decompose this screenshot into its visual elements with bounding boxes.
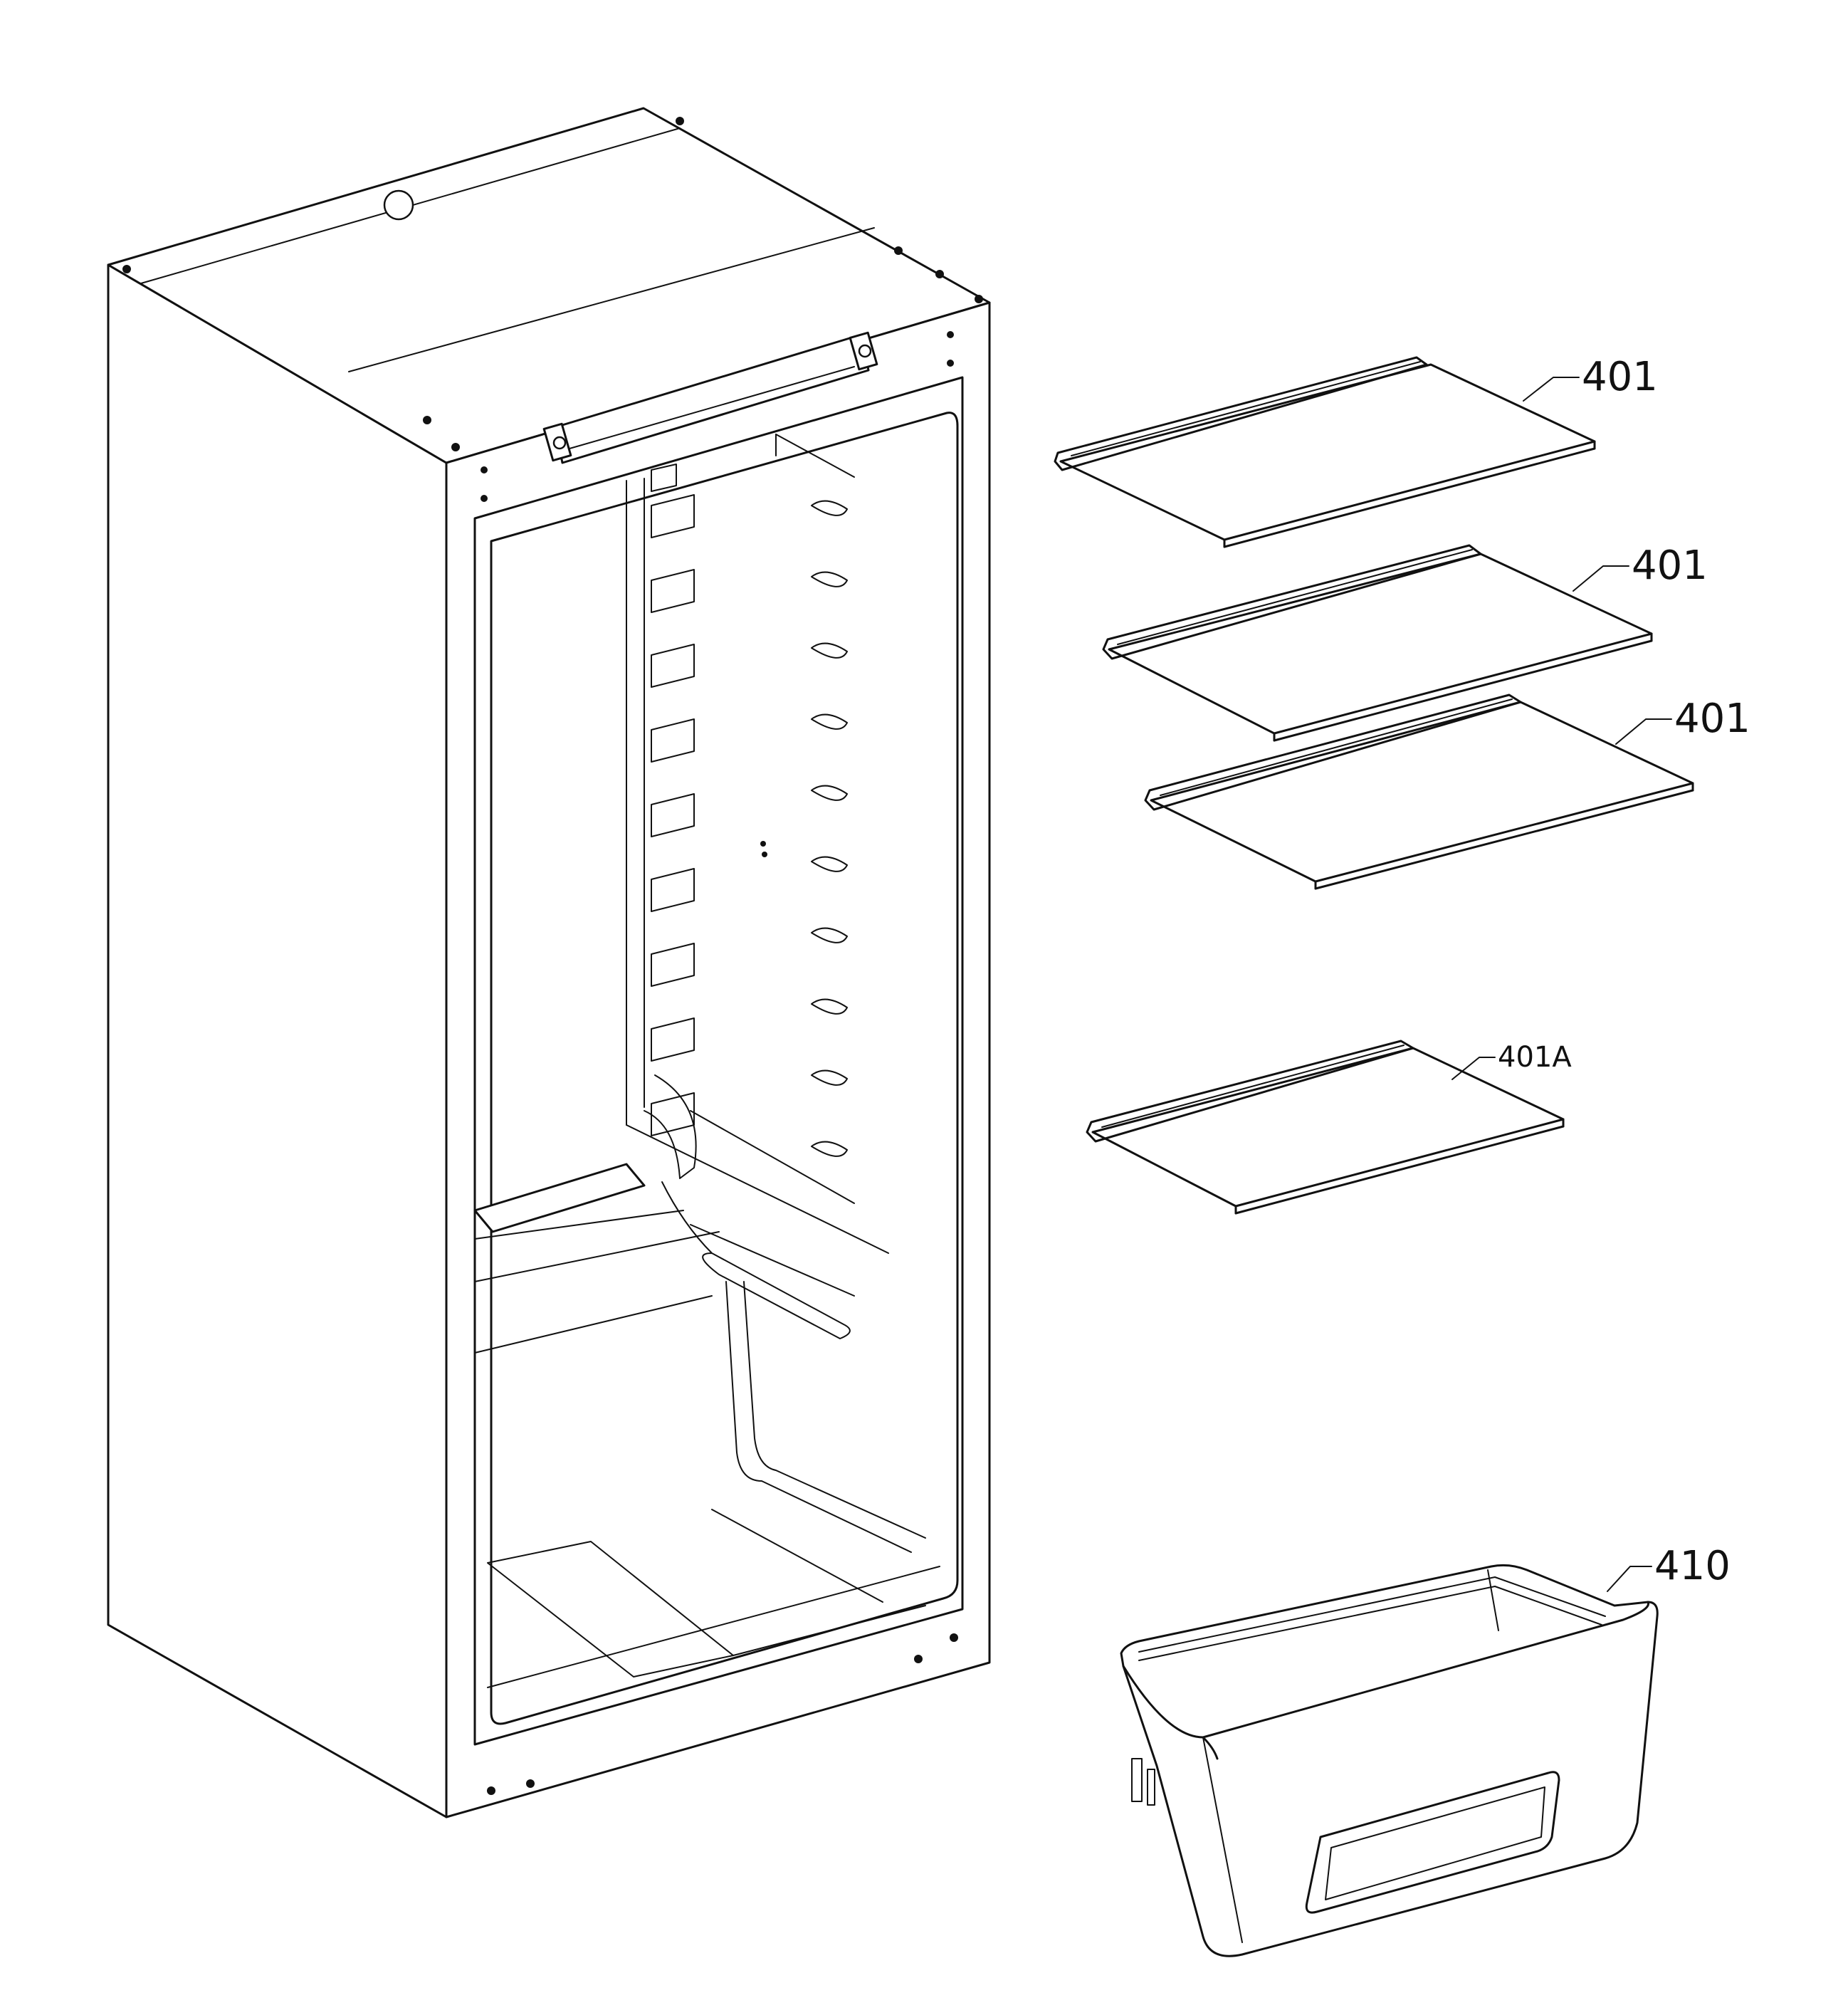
callout-401-shelf-2: 401	[1632, 543, 1708, 589]
callout-401-shelf-3: 401	[1674, 696, 1750, 742]
refrigerator-cabinet	[107, 107, 991, 1818]
glass-shelf-4	[1086, 1040, 1565, 1215]
callout-410-crisper-bin: 410	[1654, 1543, 1731, 1589]
shelf-rails	[644, 464, 697, 1179]
crisper-bin	[1120, 1564, 1659, 1957]
glass-shelf-2	[1102, 544, 1653, 742]
fastener-dots	[122, 117, 983, 1795]
callout-401-shelf-1: 401	[1582, 354, 1658, 400]
glass-shelf-1	[1054, 356, 1596, 548]
callout-leaders	[1451, 377, 1672, 1592]
shelf-supports	[811, 500, 848, 1157]
top-hinge-bracket	[542, 331, 878, 464]
callout-401a-shelf-4: 401A	[1498, 1041, 1572, 1074]
glass-shelf-3	[1144, 694, 1694, 890]
